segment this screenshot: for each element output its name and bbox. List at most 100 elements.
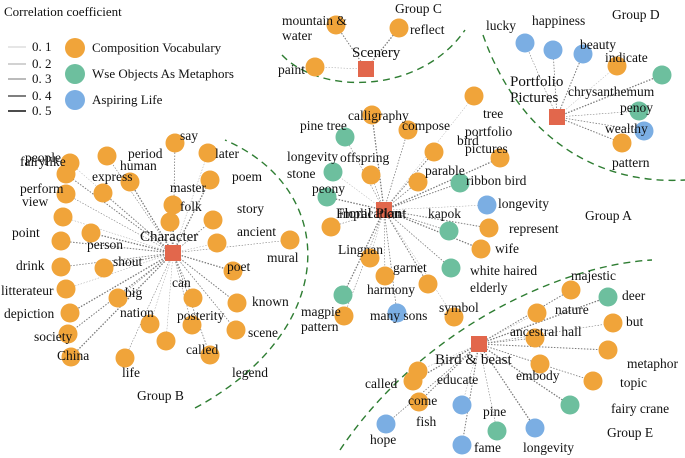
edge [169,221,174,254]
node-circle [408,172,428,192]
node-label: tree [483,106,503,121]
edge [556,116,623,144]
node-label: poem [232,169,262,184]
edge [478,337,536,345]
node-circle [441,258,461,278]
node-circle [53,207,73,227]
node-circle [56,184,76,204]
node-label: topic [620,375,647,390]
edge [90,232,174,254]
legend-label-metaphors: Wse Objects As Metaphors [92,66,234,81]
edge [383,182,461,211]
node-label: pine [483,404,506,419]
edge [172,152,209,254]
node-circle [140,314,160,334]
node-label: beauty [580,37,616,52]
edge [478,296,609,345]
edge [129,181,174,254]
node-circle [530,354,550,374]
legend-label-aspiring: Aspiring Life [92,92,163,107]
node-label: nature [555,302,589,317]
node-circle [387,303,407,323]
hub-square [358,61,374,77]
node-circle [163,195,183,215]
node-circle [598,287,618,307]
node-circle [81,223,101,243]
node-label: ancestral hall [510,324,582,339]
node-circle [56,279,76,299]
node-label: represent [509,221,559,236]
node-circle [525,418,545,438]
node-label: poet [227,259,250,274]
node-circle [464,86,484,106]
node-label: later [215,146,239,161]
edge [556,116,645,132]
edge [65,193,174,254]
node-label: story [237,201,264,216]
edge [478,343,571,406]
node-label: fairy crane [611,401,669,416]
node-label: view [22,194,48,209]
node-label: many sons [370,308,427,323]
node-label: called [365,376,397,391]
edge [102,192,174,254]
node-label: indicate [605,50,648,65]
edge [60,240,174,254]
legend-swatch-composition [65,38,85,58]
edge [461,343,480,446]
edge [383,129,409,211]
edge [383,151,435,211]
group-d-boundary [482,34,685,182]
edge [556,65,618,118]
node-label: magpie [301,304,341,319]
legend-swatch-metaphors [65,64,85,84]
node-circle [280,230,300,250]
node-circle [108,288,128,308]
hub-square [376,202,392,218]
node-circle [652,65,672,85]
hub-square [549,109,565,125]
node-circle [490,148,510,168]
edge [172,252,194,299]
node-label: kapok [428,206,461,221]
legend-width-label-4: 0. 4 [32,88,52,103]
node-circle [561,280,581,300]
node-circle [227,293,247,313]
edge [556,74,663,118]
node-label: implication [339,206,401,221]
node-circle [450,173,470,193]
edge [60,252,174,268]
node-label: symbol [439,300,479,315]
edge [556,53,584,118]
node-label: harmony [367,282,415,297]
node-label: paint [278,62,305,77]
group-label-b: Group B [137,388,184,403]
node-circle [120,172,140,192]
node-circle [115,348,135,368]
node-label: known [252,294,289,309]
node-circle [198,143,218,163]
edge [385,343,480,425]
edge [172,252,234,272]
node-circle [335,127,355,147]
hub-label: Scenery [352,45,401,61]
edge [371,114,385,211]
node-circle [360,248,380,268]
node-label: Lingnan [338,242,383,257]
node-circle [525,328,545,348]
node-circle [477,195,497,215]
node-label: calligraphy [348,108,409,123]
node-label: happiness [532,13,585,28]
node-circle [200,345,220,365]
edge [418,343,480,403]
node-circle [334,306,354,326]
node-label: China [57,348,89,363]
edge [552,49,558,118]
edge [478,343,594,382]
node-circle [200,170,220,190]
node-label: legend [232,365,268,380]
hub-label: Floral Plant [336,206,407,222]
node-label: fish [416,414,437,429]
